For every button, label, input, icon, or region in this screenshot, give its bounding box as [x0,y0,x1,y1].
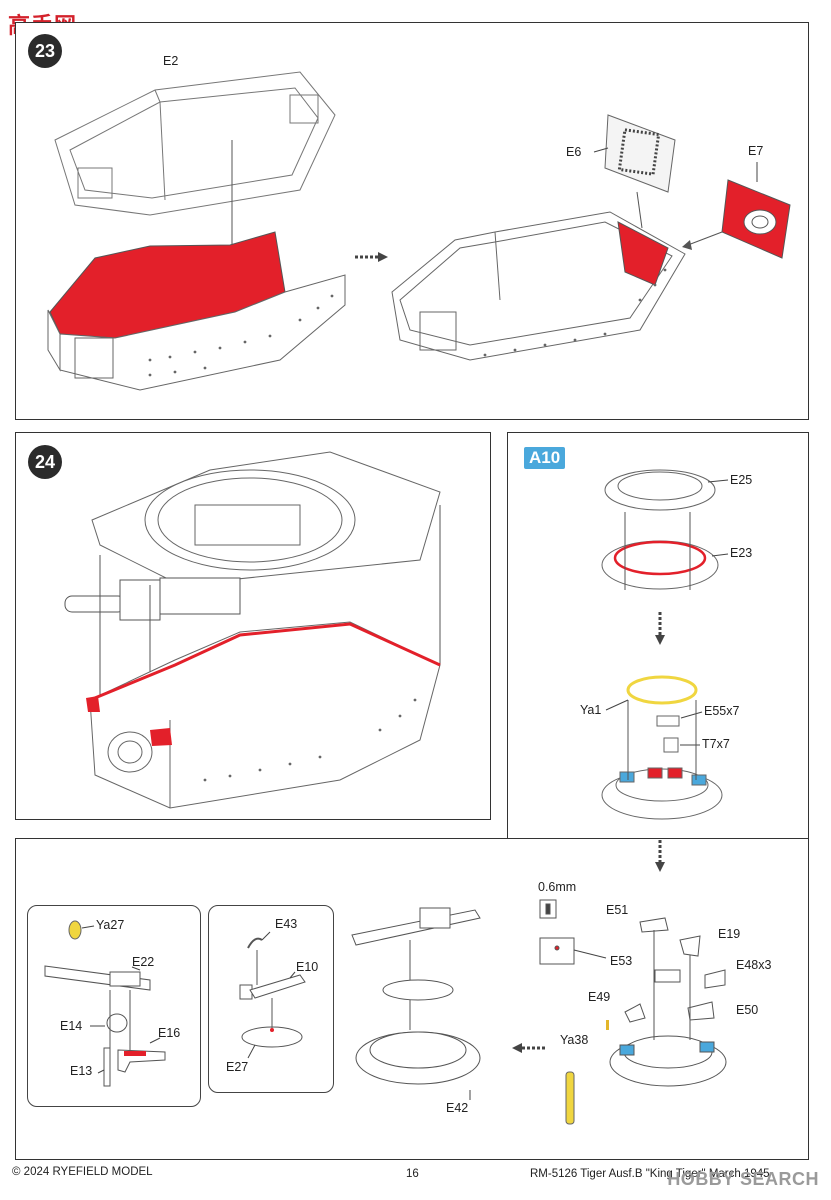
part-t7-clip [663,737,679,753]
part-e7-plate [721,179,791,259]
part-e16 [117,1049,166,1073]
turret-gun [64,577,241,621]
label-e48x3: E48x3 [736,958,772,972]
e6-leader [593,147,609,153]
part-e49 [624,1003,646,1023]
red-corner-left [86,696,100,712]
center-ring [355,979,481,1085]
a10-drawing [601,469,729,820]
label-t7x7: T7x7 [702,737,730,751]
mount-subpanel [208,905,334,1093]
part-e10 [239,974,306,1000]
label-e14: E14 [60,1019,83,1033]
label-e7: E7 [748,144,764,158]
part-e43 [247,937,263,949]
turret-rivets [203,698,417,782]
a10-flow-arrow-1 [655,612,665,645]
a10-badge-text: A10 [529,448,561,467]
bottom-flow-arrow [512,1043,545,1053]
part-e55-bracket [656,715,680,727]
part-e19 [679,935,701,957]
a10-badge: A10 [524,447,566,469]
mg-subpanel [27,905,201,1107]
label-e25: E25 [730,473,753,487]
turret-lower-shell [89,621,441,809]
part-e13 [103,1047,111,1087]
step-23-drawing [47,71,791,391]
part-e51 [639,917,669,933]
red-corner-mid [150,728,172,746]
part-e2-frame [54,71,336,216]
label-e55x7: E55x7 [704,704,740,718]
footer-product: RM-5126 Tiger Ausf.B "King Tiger" March … [530,1168,770,1180]
label-e50: E50 [736,1003,759,1017]
label-e6: E6 [566,145,582,159]
step-24-drawing [64,451,441,809]
label-e42: E42 [446,1101,469,1115]
label-e53: E53 [610,954,633,968]
part-e53-plate [539,937,575,965]
hull-assembled-right [391,211,686,361]
a10-flow-arrow-2 [655,840,665,872]
mg-gun-left [44,965,151,991]
watermark-logo: HOBBY SEARCH [667,1169,819,1189]
label-e43: E43 [275,917,298,931]
label-ya38: Ya38 [560,1033,589,1047]
label-e19: E19 [718,927,741,941]
label-thickness: 0.6mm [538,880,577,894]
step-24-number: 24 [34,451,56,472]
lower-hull-left [47,231,346,391]
label-e16: E16 [158,1026,181,1040]
part-e48 [704,969,726,989]
part-e23-ring [601,540,719,590]
label-e27: E27 [226,1060,249,1074]
footer-copyright: © 2024 RYEFIELD MODEL [12,1166,153,1178]
label-ya1: Ya1 [580,703,602,717]
mg-on-ring [351,907,481,946]
part-e50 [687,1001,715,1021]
footer-page-number: 16 [406,1168,419,1180]
part-e25-ring [604,469,716,511]
label-e10: E10 [296,960,319,974]
label-e22: E22 [132,955,155,969]
part-ya38 [565,1071,575,1125]
label-e23: E23 [730,546,753,560]
turret-roof [91,451,441,586]
bottom-drawing [44,840,727,1125]
label-ya27: Ya27 [96,918,125,932]
part-ya27 [68,920,82,940]
part-e53-bracket [654,969,681,983]
red-glue-line [89,622,441,702]
step-23-number: 23 [34,40,56,61]
a10-assembled-ring [601,767,723,820]
a10-final-ring [609,1035,727,1087]
label-e51: E51 [606,903,629,917]
label-e49: E49 [588,990,611,1004]
e7-arrow-line [687,231,723,246]
part-ya1-ring [626,675,698,705]
label-e2: E2 [163,54,179,68]
step-24-badge: 24 [28,445,62,479]
label-e13: E13 [70,1064,93,1078]
part-e6-plate [604,114,676,193]
thickness-icon [539,899,557,919]
e6-arrow-line [636,191,643,229]
step-23-badge: 23 [28,34,62,68]
part-e14 [106,1013,128,1033]
right-hull-rivets [483,268,667,357]
step-23-flow-arrow [355,252,388,262]
